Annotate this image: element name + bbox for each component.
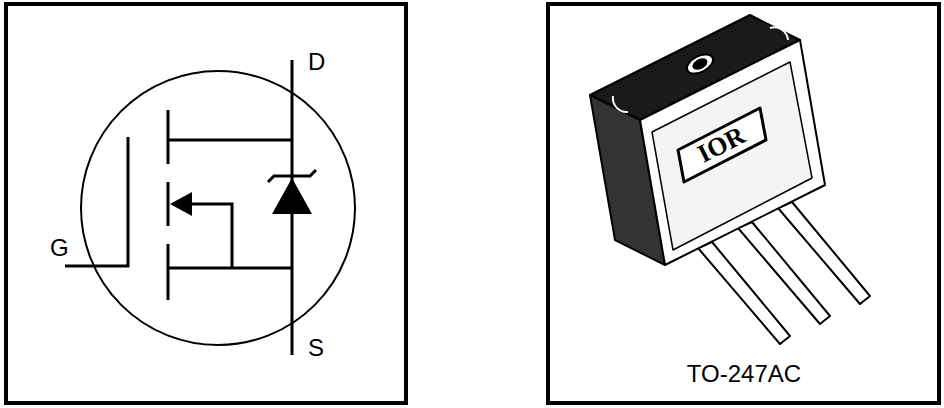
mosfet-symbol bbox=[65, 60, 355, 355]
drain-pin-label: D bbox=[308, 50, 325, 74]
zener-diode bbox=[272, 178, 312, 214]
source-pin-label: S bbox=[308, 336, 324, 360]
to247-package bbox=[590, 15, 870, 344]
symbol-panel bbox=[6, 4, 406, 403]
package-panel bbox=[548, 4, 939, 403]
channel-arrow bbox=[170, 192, 192, 216]
package-name: TO-247AC bbox=[687, 362, 801, 386]
gate-pin-label: G bbox=[50, 236, 69, 260]
